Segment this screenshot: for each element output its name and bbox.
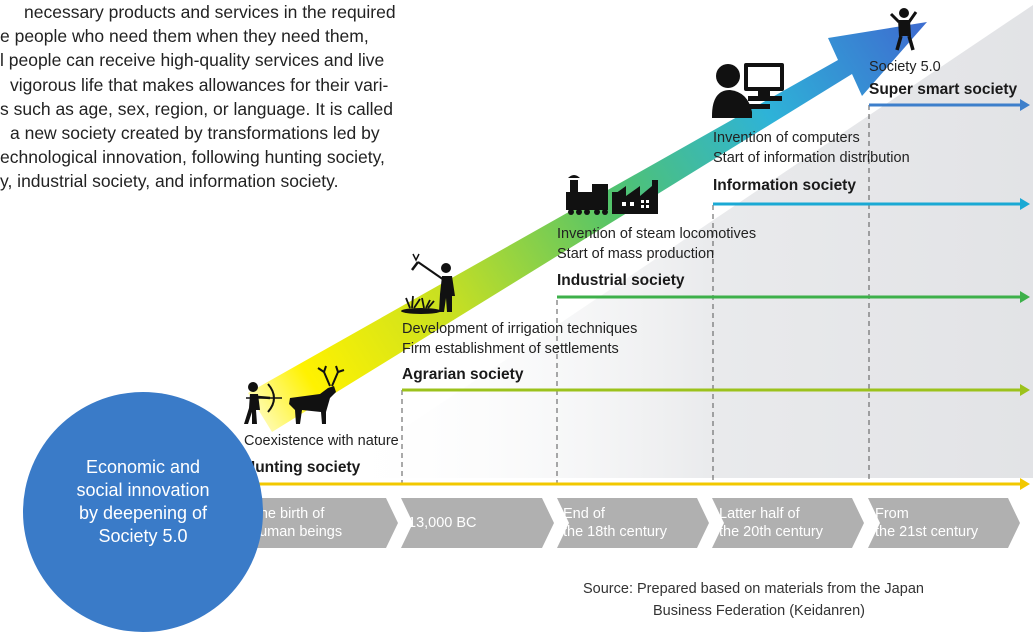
- era-label-13000bc: 13,000 BC: [408, 515, 477, 531]
- industrial-society-label: Industrial society: [557, 272, 685, 289]
- plant-icon: [401, 295, 441, 314]
- intro-line: a new society created by transformations…: [10, 123, 380, 144]
- hunter-with-bow-icon: [244, 382, 282, 424]
- intro-line: vigorous life that makes allowances for …: [10, 74, 389, 95]
- intro-line: e people who need them when they need th…: [0, 26, 369, 47]
- factory-icon: [612, 180, 658, 214]
- intro-line: l people can receive high-quality servic…: [0, 50, 385, 71]
- super-smart-society-label: Super smart society: [869, 81, 1018, 98]
- super-smart-caption: Society 5.0: [869, 59, 941, 75]
- intro-line: echnological innovation, following hunti…: [0, 147, 385, 168]
- super-smart-line: [869, 99, 1030, 111]
- era-label-18th-century: End of the 18th century: [563, 506, 667, 540]
- era-label-human-birth: The birth of human beings: [251, 506, 343, 540]
- era-label-21st-century: From the 21st century: [875, 506, 979, 540]
- deer-icon: [289, 365, 345, 424]
- industrial-line: [557, 291, 1030, 303]
- era-separators: [401, 105, 870, 484]
- era-chevrons: [244, 498, 1020, 548]
- agrarian-caption: Development of irrigation techniques Fir…: [402, 321, 638, 357]
- background-wedge: [330, 5, 1033, 478]
- hunting-line: [243, 478, 1030, 490]
- person-at-computer-icon: [712, 63, 784, 118]
- information-caption: Invention of computers Start of informat…: [713, 130, 910, 166]
- innovation-circle: Economic and social innovation by deepen…: [23, 392, 263, 632]
- society-evolution-diagram: [243, 5, 1033, 548]
- information-line: [713, 198, 1030, 210]
- agrarian-society-label: Agrarian society: [402, 366, 524, 383]
- progress-arrow: [248, 22, 927, 432]
- intro-line: necessary products and services in the r…: [24, 2, 396, 22]
- hunting-society-label: Hunting society: [244, 459, 361, 476]
- intro-line: y, industrial society, and information s…: [0, 171, 339, 192]
- information-society-label: Information society: [713, 177, 856, 194]
- intro-paragraph: necessary products and services in the r…: [0, 0, 478, 194]
- era-label-20th-century: Latter half of the 20th century: [719, 506, 823, 540]
- source-note: Source: Prepared based on materials from…: [583, 581, 924, 619]
- hunting-caption: Coexistence with nature: [244, 433, 399, 449]
- farmer-with-hoe-icon: [411, 253, 455, 312]
- agrarian-line: [402, 384, 1030, 396]
- jumping-person-icon: [889, 8, 918, 51]
- industrial-caption: Invention of steam locomotives Start of …: [557, 226, 757, 262]
- intro-line: s such as age, sex, region, or language.…: [0, 98, 394, 119]
